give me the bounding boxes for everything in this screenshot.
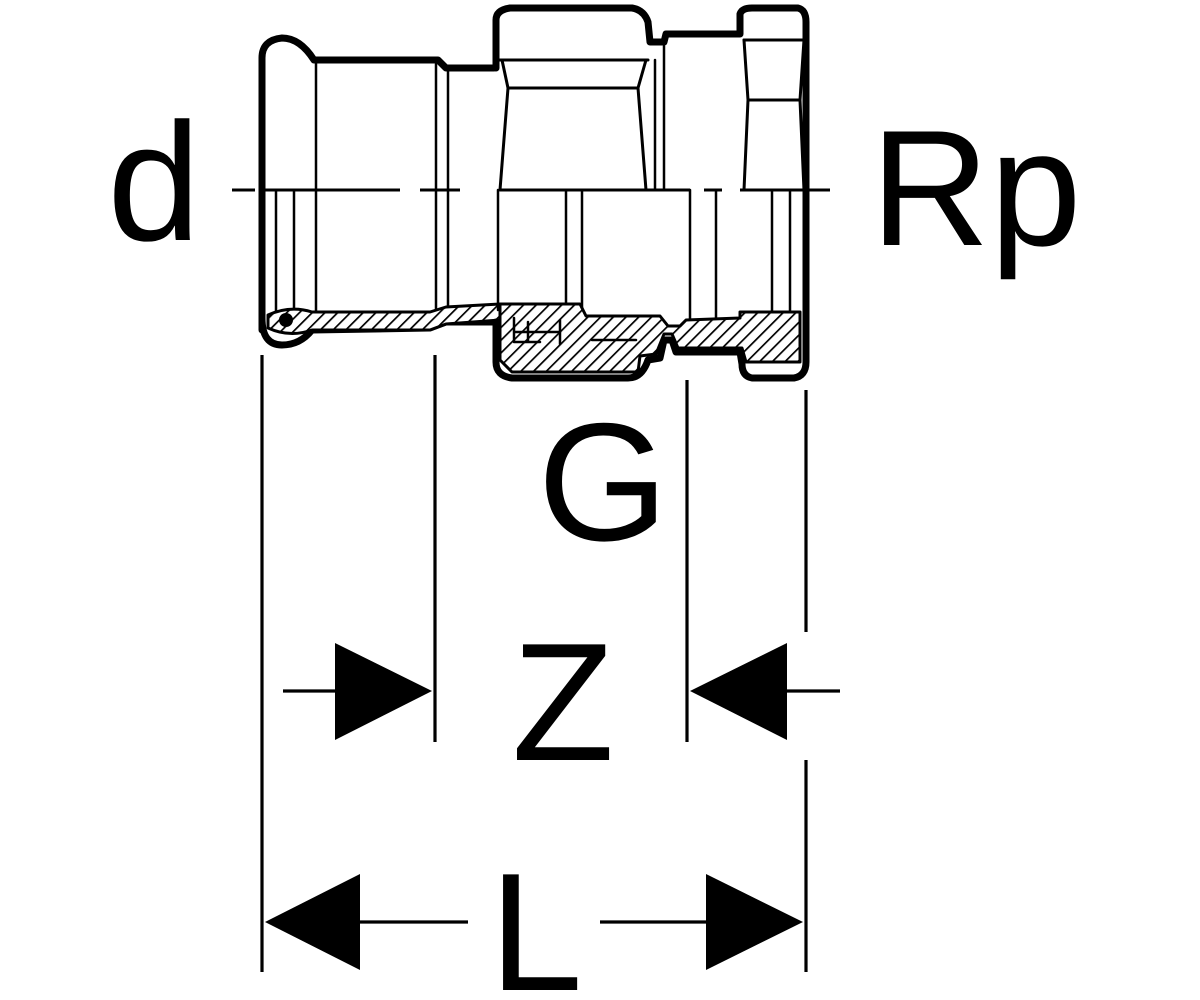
hex-facet (742, 38, 806, 102)
union-section-hatch (498, 302, 802, 374)
press-sleeve-section (266, 302, 502, 335)
union-seal-detail (512, 316, 638, 346)
press-socket-outline (258, 34, 498, 334)
z-arrow-right (690, 643, 787, 740)
union-nut-outline (492, 4, 810, 382)
l-arrow-left (265, 874, 360, 970)
label-rp: Rp (871, 96, 1082, 280)
nut-facet-top (500, 58, 648, 90)
fitting-body (258, 4, 810, 382)
extension-lines (260, 355, 808, 972)
label-z: Z (512, 608, 615, 796)
o-ring (279, 313, 293, 327)
label-d: d (107, 88, 200, 276)
dimension-z (283, 643, 840, 740)
l-arrow-right (706, 874, 803, 970)
z-arrow-left (335, 643, 432, 740)
label-l: L (489, 838, 582, 1000)
nut-facet-mid (498, 86, 648, 192)
hex-facet-low (742, 98, 806, 192)
dimension-l (265, 874, 803, 970)
label-g: G (538, 388, 669, 576)
